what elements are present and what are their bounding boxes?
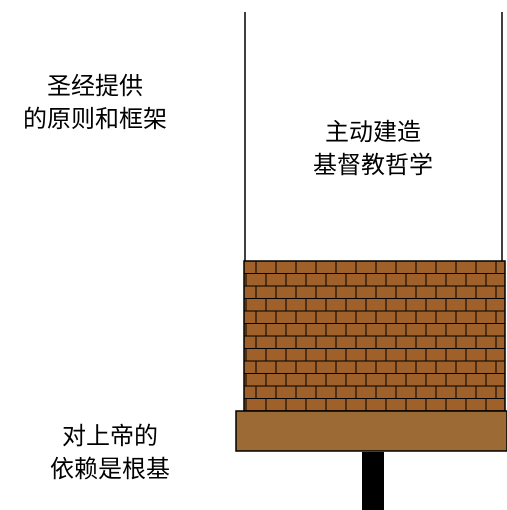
- foundation-label: 对上帝的 依赖是根基: [10, 420, 210, 486]
- scripture-label-line2: 的原则和框架: [23, 105, 167, 133]
- building-label: 主动建造 基督教哲学: [246, 116, 500, 182]
- base-slab: [235, 410, 507, 452]
- foundation-label-line1: 对上帝的: [62, 422, 158, 450]
- foundation-label-line2: 依赖是根基: [50, 455, 170, 483]
- scripture-label: 圣经提供 的原则和框架: [0, 70, 190, 136]
- building-label-line1: 主动建造: [325, 118, 421, 146]
- support-post: [362, 452, 384, 510]
- scripture-label-line1: 圣经提供: [47, 72, 143, 100]
- building-label-line2: 基督教哲学: [313, 151, 433, 179]
- brick-wall: [243, 260, 506, 412]
